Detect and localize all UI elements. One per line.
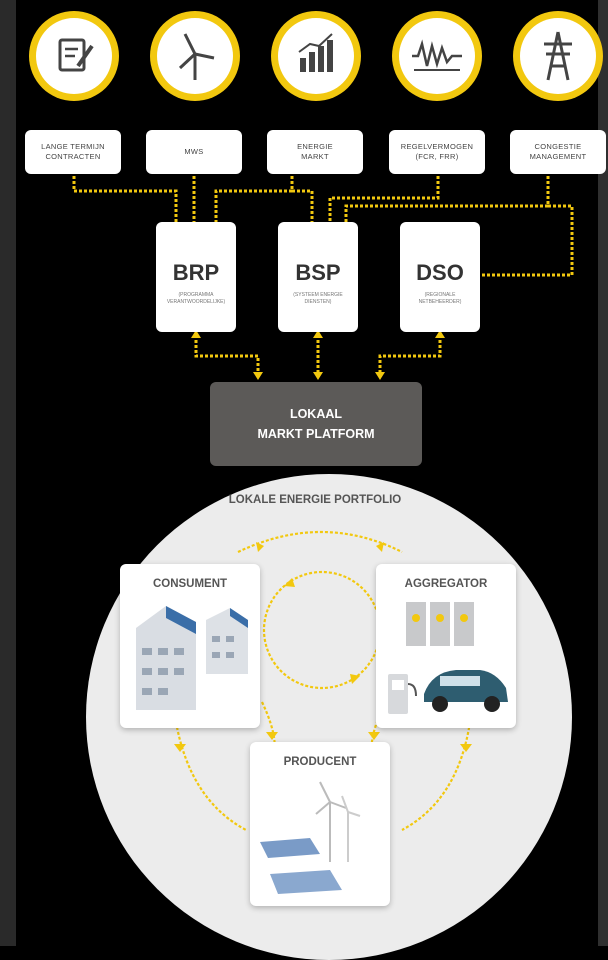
role-brp-subtitle: (PROGRAMMA VERANTWOORDELIJKE) — [166, 292, 226, 305]
role-bsp-subtitle: (SYSTEEM ENERGIE DIENSTEN) — [293, 292, 343, 305]
consument-title: CONSUMENT — [152, 578, 228, 590]
document-pen-icon — [29, 11, 119, 101]
power-pylon-icon — [513, 11, 603, 101]
local-market-platform: LOKAAL MARKT PLATFORM — [210, 382, 422, 466]
role-brp: BRP (PROGRAMMA VERANTWOORDELIJKE) — [156, 222, 236, 332]
producent-title: PRODUCENT — [283, 756, 357, 768]
aggregator-card: AGGREGATOR — [376, 564, 516, 728]
role-dso: DSO (REGIONALE NETBEHEERDER) — [400, 222, 480, 332]
role-dso-subtitle: (REGIONALE NETBEHEERDER) — [418, 292, 462, 305]
role-bsp: BSP (SYSTEEM ENERGIE DIENSTEN) — [278, 222, 358, 332]
portfolio-title: LOKALE ENERGIE PORTFOLIO — [228, 494, 402, 506]
label-contracts: LANGE TERMIJN CONTRACTEN — [25, 130, 121, 174]
bar-chart-icon — [271, 11, 361, 101]
label-mws: MWS — [146, 130, 242, 174]
label-regelvermogen: REGELVERMOGEN (FCR, FRR) — [389, 130, 485, 174]
waveform-icon — [392, 11, 482, 101]
right-border — [598, 0, 608, 946]
left-border — [0, 0, 16, 946]
buildings-icon — [136, 606, 248, 710]
role-brp-title: BRP — [172, 260, 220, 285]
producent-card: PRODUCENT — [250, 742, 390, 906]
wind-turbine-icon — [150, 11, 240, 101]
label-congestion: CONGESTIE MANAGEMENT — [510, 130, 606, 174]
role-dso-title: DSO — [416, 260, 464, 285]
consument-card: CONSUMENT — [120, 564, 260, 728]
role-bsp-title: BSP — [295, 260, 341, 285]
aggregator-title: AGGREGATOR — [404, 578, 488, 590]
battery-and-ev-icon — [388, 602, 508, 714]
label-energy-market: ENERGIE MARKT — [267, 130, 363, 174]
solar-wind-icon — [260, 781, 361, 894]
